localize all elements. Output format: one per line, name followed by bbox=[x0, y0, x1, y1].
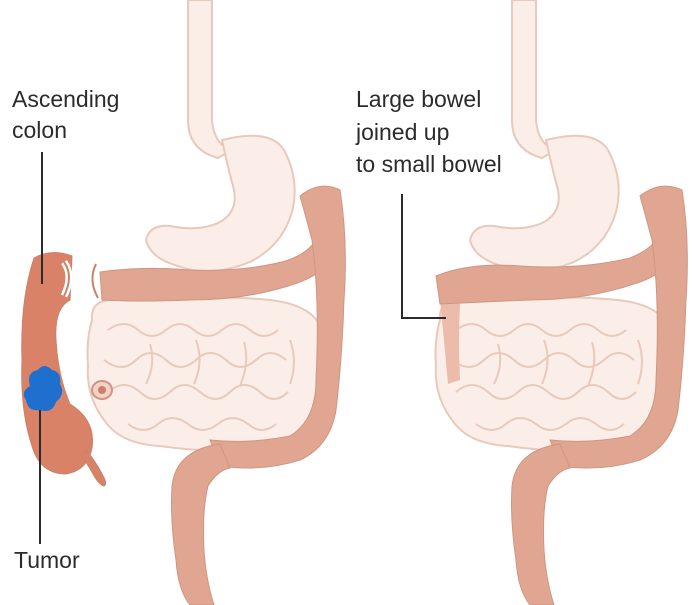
ascending-colon bbox=[22, 252, 93, 474]
cut-ends bbox=[64, 262, 98, 298]
esophagus-left bbox=[188, 0, 232, 158]
appendix bbox=[82, 450, 106, 486]
rectum-left bbox=[172, 444, 231, 605]
esophagus-right bbox=[512, 0, 556, 158]
before-panel: Ascending colon Tumor bbox=[12, 0, 345, 605]
ascending-colon-label: Ascending colon bbox=[12, 86, 126, 143]
tumor-label: Tumor bbox=[14, 547, 80, 573]
after-panel: Large bowel joined up to small bowel bbox=[355, 0, 687, 605]
large-bowel-joined-label: Large bowel joined up to small bowel bbox=[355, 86, 502, 177]
rectum-right bbox=[512, 444, 571, 605]
